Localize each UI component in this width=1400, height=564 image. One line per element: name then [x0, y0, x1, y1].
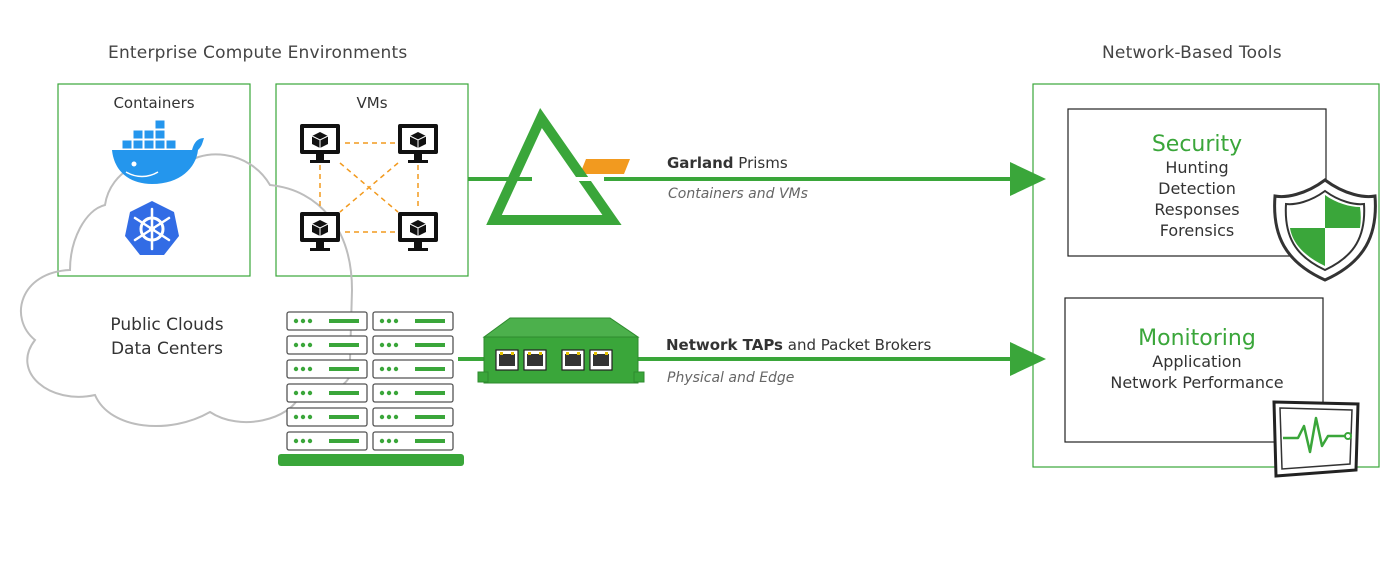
monitoring-item: Network Performance	[1110, 373, 1284, 392]
enterprise-heading: Enterprise Compute Environments	[108, 43, 408, 63]
vm-monitor-icon	[299, 123, 341, 164]
cloud-label-line2: Data Centers	[110, 339, 224, 359]
vms-panel	[275, 83, 469, 277]
containers-label: Containers	[113, 94, 195, 112]
server-rack-icon	[278, 311, 464, 466]
security-text: Security Hunting Detection Responses For…	[1068, 132, 1326, 241]
cloud-label-line1: Public Clouds	[110, 315, 224, 335]
security-item: Forensics	[1159, 221, 1235, 240]
heartbeat-monitor-icon	[1272, 400, 1360, 478]
network-tools-panel	[1032, 83, 1380, 468]
cloud-label: Public Clouds Data Centers	[82, 313, 252, 361]
vm-monitor-icon	[397, 211, 439, 252]
bottom-flow-label-bold: Network TAPs	[666, 336, 783, 354]
top-flow-label-bold: Garland	[667, 154, 734, 172]
security-title: Security	[1151, 132, 1243, 157]
bottom-flow-label: Network TAPs and Packet Brokers	[666, 336, 931, 354]
top-flow-label: Garland Prisms	[667, 154, 788, 172]
security-item: Hunting	[1165, 158, 1229, 177]
bottom-flow-label-rest: and Packet Brokers	[783, 336, 932, 354]
docker-whale-icon	[112, 119, 204, 184]
security-item: Detection	[1158, 179, 1236, 198]
containers-panel	[57, 83, 251, 277]
vm-connections	[319, 142, 419, 233]
monitoring-text: Monitoring Application Network Performan…	[1068, 326, 1326, 393]
security-item: Responses	[1154, 200, 1240, 219]
garland-prism-icon	[468, 107, 630, 225]
monitoring-title: Monitoring	[1138, 326, 1256, 351]
vm-monitor-icon	[299, 211, 341, 252]
network-tools-heading: Network-Based Tools	[1102, 43, 1282, 63]
top-flow-label-rest: Prisms	[733, 154, 788, 172]
vm-monitor-icon	[397, 123, 439, 164]
bottom-flow-arrowhead	[1010, 342, 1046, 376]
bottom-flow-sublabel: Physical and Edge	[667, 370, 795, 386]
monitoring-item: Application	[1152, 352, 1242, 371]
kubernetes-helm-icon	[125, 201, 179, 255]
top-flow-sublabel: Containers and VMs	[668, 186, 808, 202]
top-flow-arrowhead	[1010, 162, 1046, 196]
vms-label: VMs	[356, 94, 388, 112]
network-tap-device-icon	[477, 317, 645, 384]
security-shield-icon	[1273, 178, 1377, 282]
